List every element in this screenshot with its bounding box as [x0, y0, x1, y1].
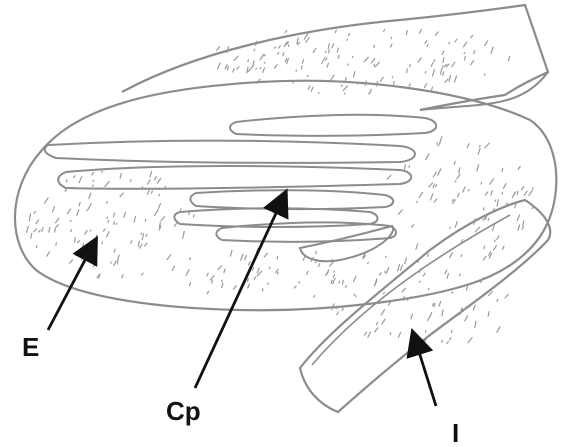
lobe-3 — [58, 166, 411, 189]
arrow-i — [414, 336, 436, 406]
main-body-outline — [15, 81, 556, 310]
arrow-e — [48, 243, 94, 330]
lobe-7 — [300, 226, 393, 261]
strip-inner-edge — [312, 215, 510, 365]
lobe-2 — [45, 141, 415, 163]
upper-band-outline — [122, 5, 548, 110]
label-i: I — [452, 420, 459, 446]
label-cp: Cp — [166, 398, 201, 424]
label-e: E — [22, 334, 39, 360]
lobe-1 — [230, 115, 436, 136]
lobe-4 — [190, 190, 393, 209]
